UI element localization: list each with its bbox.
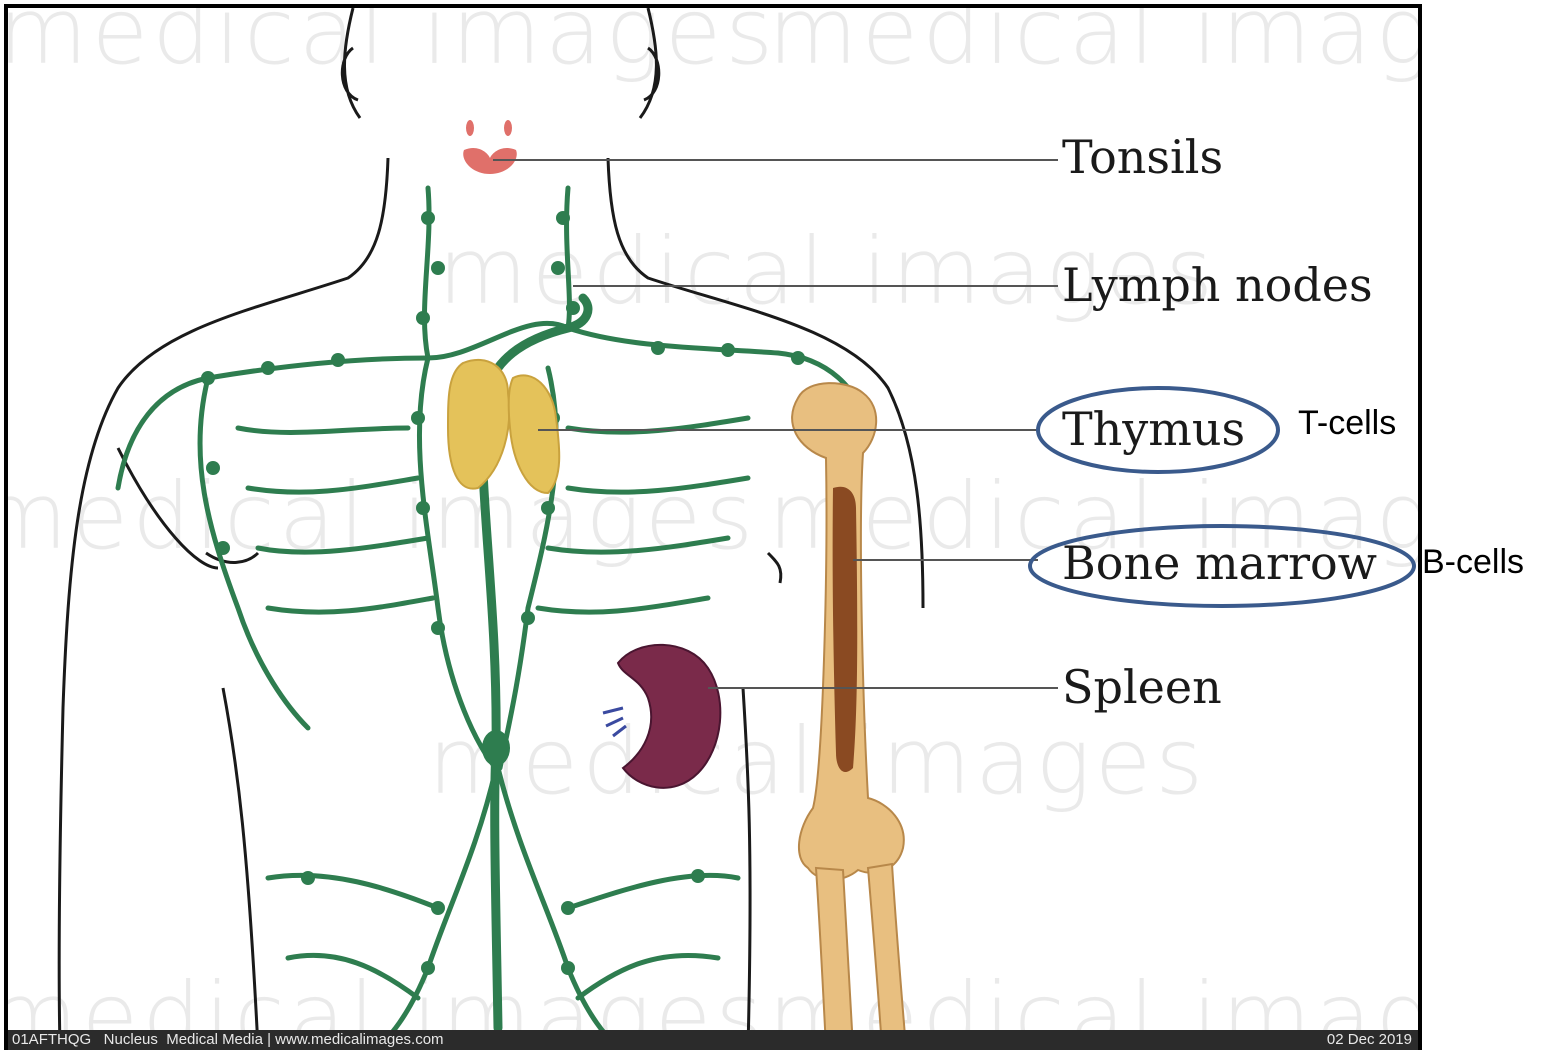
- tonsils: [463, 120, 517, 174]
- humerus-bone: [792, 383, 906, 1048]
- label-tonsils: Tonsils: [1062, 134, 1223, 180]
- spleen: [603, 645, 720, 788]
- footer-bar: 01AFTHQG Nucleus Medical Media | www.med…: [8, 1030, 1418, 1050]
- footer-credit: 01AFTHQG Nucleus Medical Media | www.med…: [12, 1030, 444, 1050]
- annotation-t-cells: T-cells: [1298, 406, 1396, 440]
- diagram-frame: medical images medical images medical im…: [4, 4, 1422, 1050]
- leader-lines: [493, 160, 1058, 688]
- label-lymph-nodes: Lymph nodes: [1062, 262, 1373, 308]
- label-thymus: Thymus: [1062, 406, 1245, 452]
- footer-date: 02 Dec 2019: [1327, 1030, 1412, 1050]
- thymus: [448, 360, 559, 493]
- lymph-nodes: [201, 211, 805, 975]
- label-bone-marrow: Bone marrow: [1062, 540, 1377, 586]
- annotation-b-cells: B-cells: [1422, 545, 1524, 579]
- label-spleen: Spleen: [1062, 664, 1222, 710]
